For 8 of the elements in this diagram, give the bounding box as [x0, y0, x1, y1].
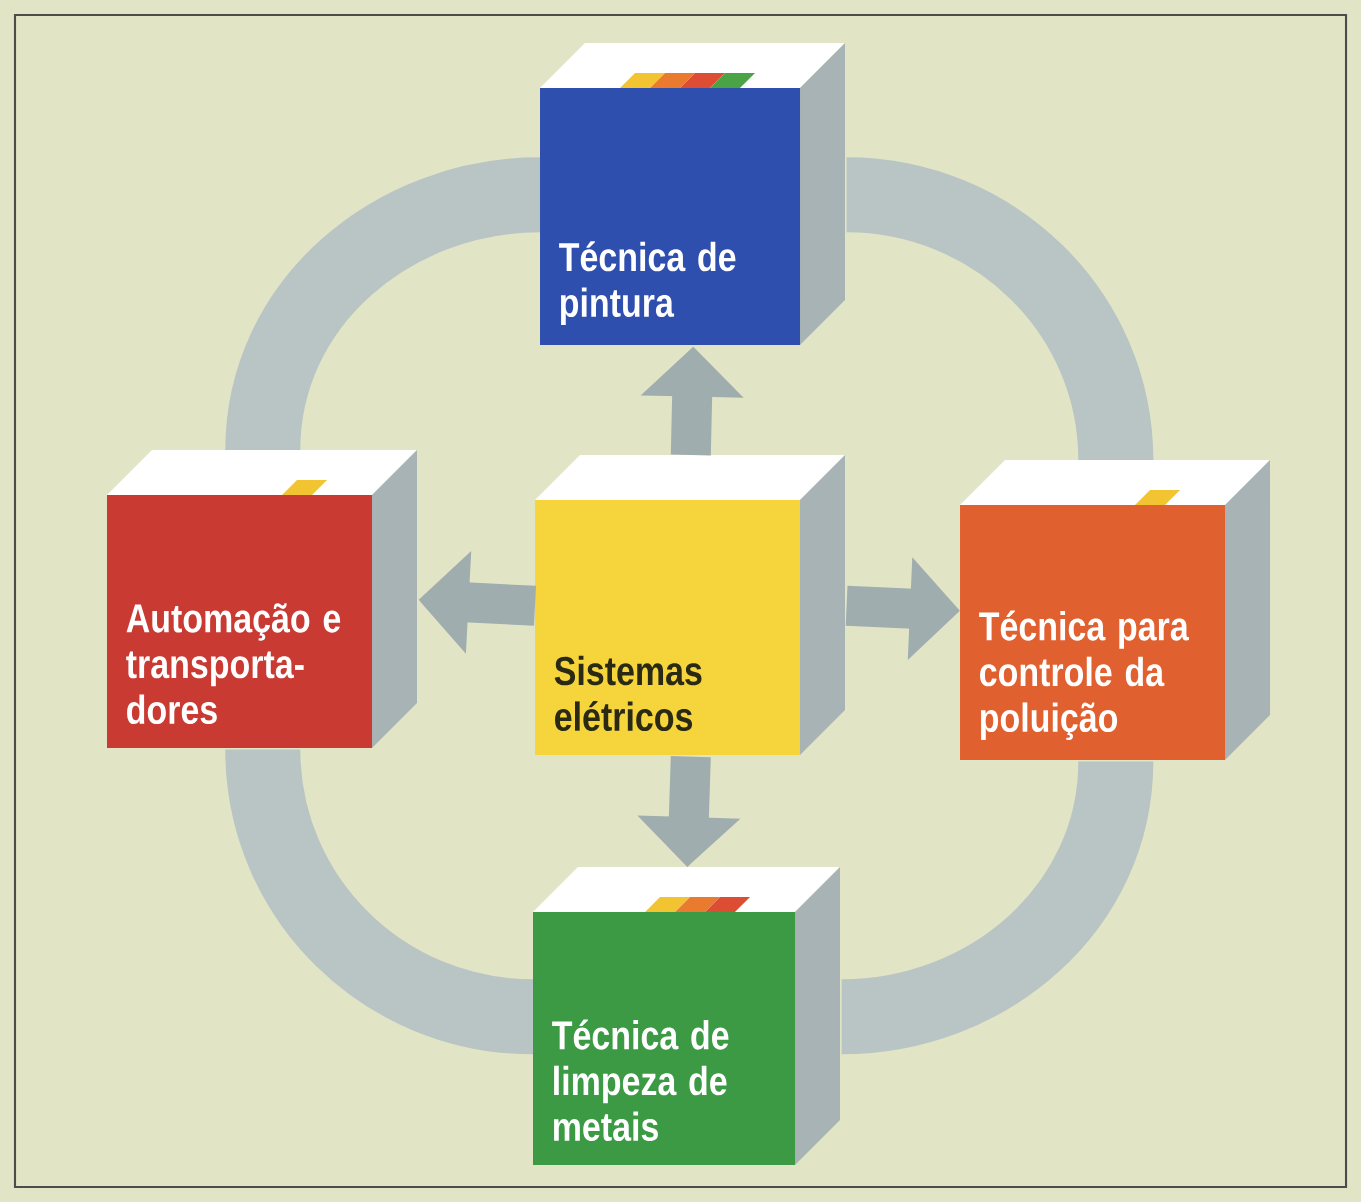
ring-segment [225, 157, 543, 453]
box-drawing: Automação e transporta- dores [107, 450, 417, 748]
ring-segment [225, 747, 536, 1055]
box-drawing: Técnica para controle da poluição [960, 460, 1270, 760]
ring-segment [844, 157, 1154, 463]
box-drawing: Técnica de pintura [540, 43, 845, 345]
box-drawing: Sistemas elétricos [535, 455, 845, 756]
box-drawing: Técnica de limpeza de metais [533, 867, 840, 1166]
